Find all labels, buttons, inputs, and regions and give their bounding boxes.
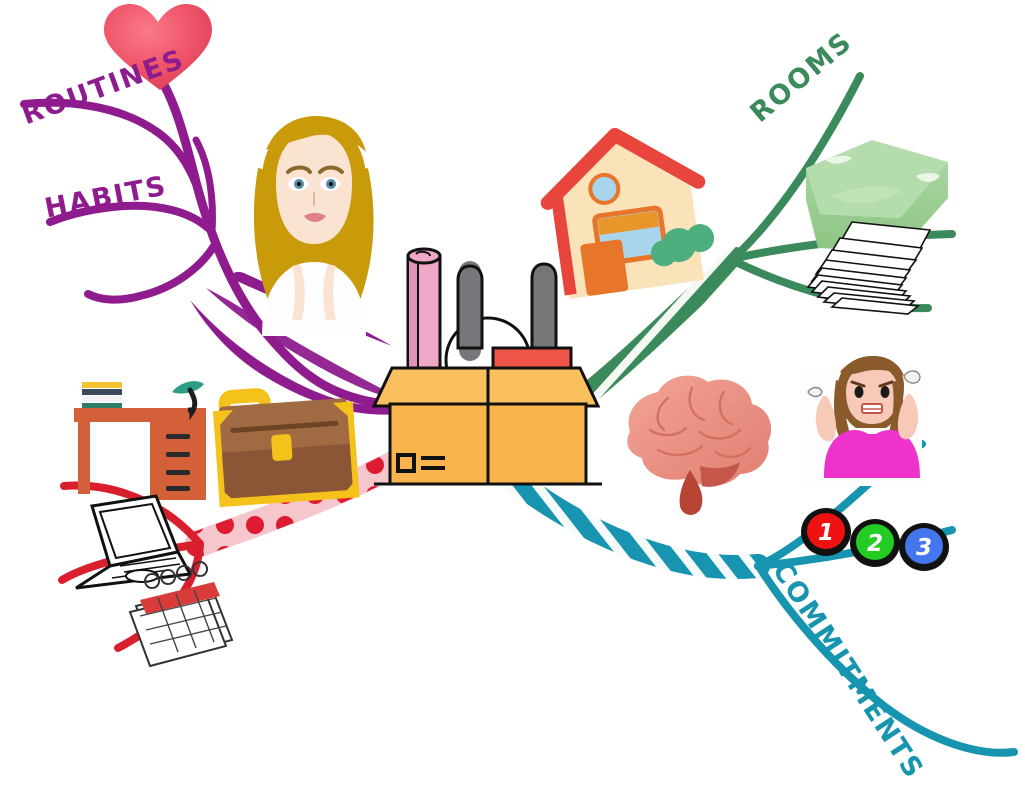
mindmap-canvas: 1 2 3 <box>17 4 1018 785</box>
desk-icon <box>74 381 206 500</box>
svg-text:2: 2 <box>867 531 883 557</box>
calendar-icon <box>128 561 234 668</box>
svg-text:3: 3 <box>916 535 932 561</box>
heart-icon <box>104 4 212 90</box>
priority-balls: 1 2 3 <box>801 508 949 571</box>
desk-lamp-icon <box>172 381 204 421</box>
shipping-label-icon <box>396 453 445 473</box>
blonde-woman-icon <box>253 116 374 336</box>
frustrated-woman-icon <box>800 356 922 486</box>
books-icon <box>82 382 122 408</box>
brain-icon <box>627 375 772 515</box>
paper-stack-icon <box>806 221 932 315</box>
artwork-layer: 1 2 3 <box>20 4 1018 757</box>
laptop-icon <box>75 494 193 590</box>
numbered-ball-2: 2 <box>850 519 900 567</box>
briefcase-icon <box>213 388 360 508</box>
numbered-ball-3: 3 <box>899 523 949 571</box>
cardboard-box-icon <box>371 247 602 486</box>
branch-commitments[interactable] <box>488 440 1018 757</box>
numbered-ball-1: 1 <box>801 508 851 556</box>
svg-text:1: 1 <box>818 520 834 546</box>
house-icon <box>540 127 715 299</box>
